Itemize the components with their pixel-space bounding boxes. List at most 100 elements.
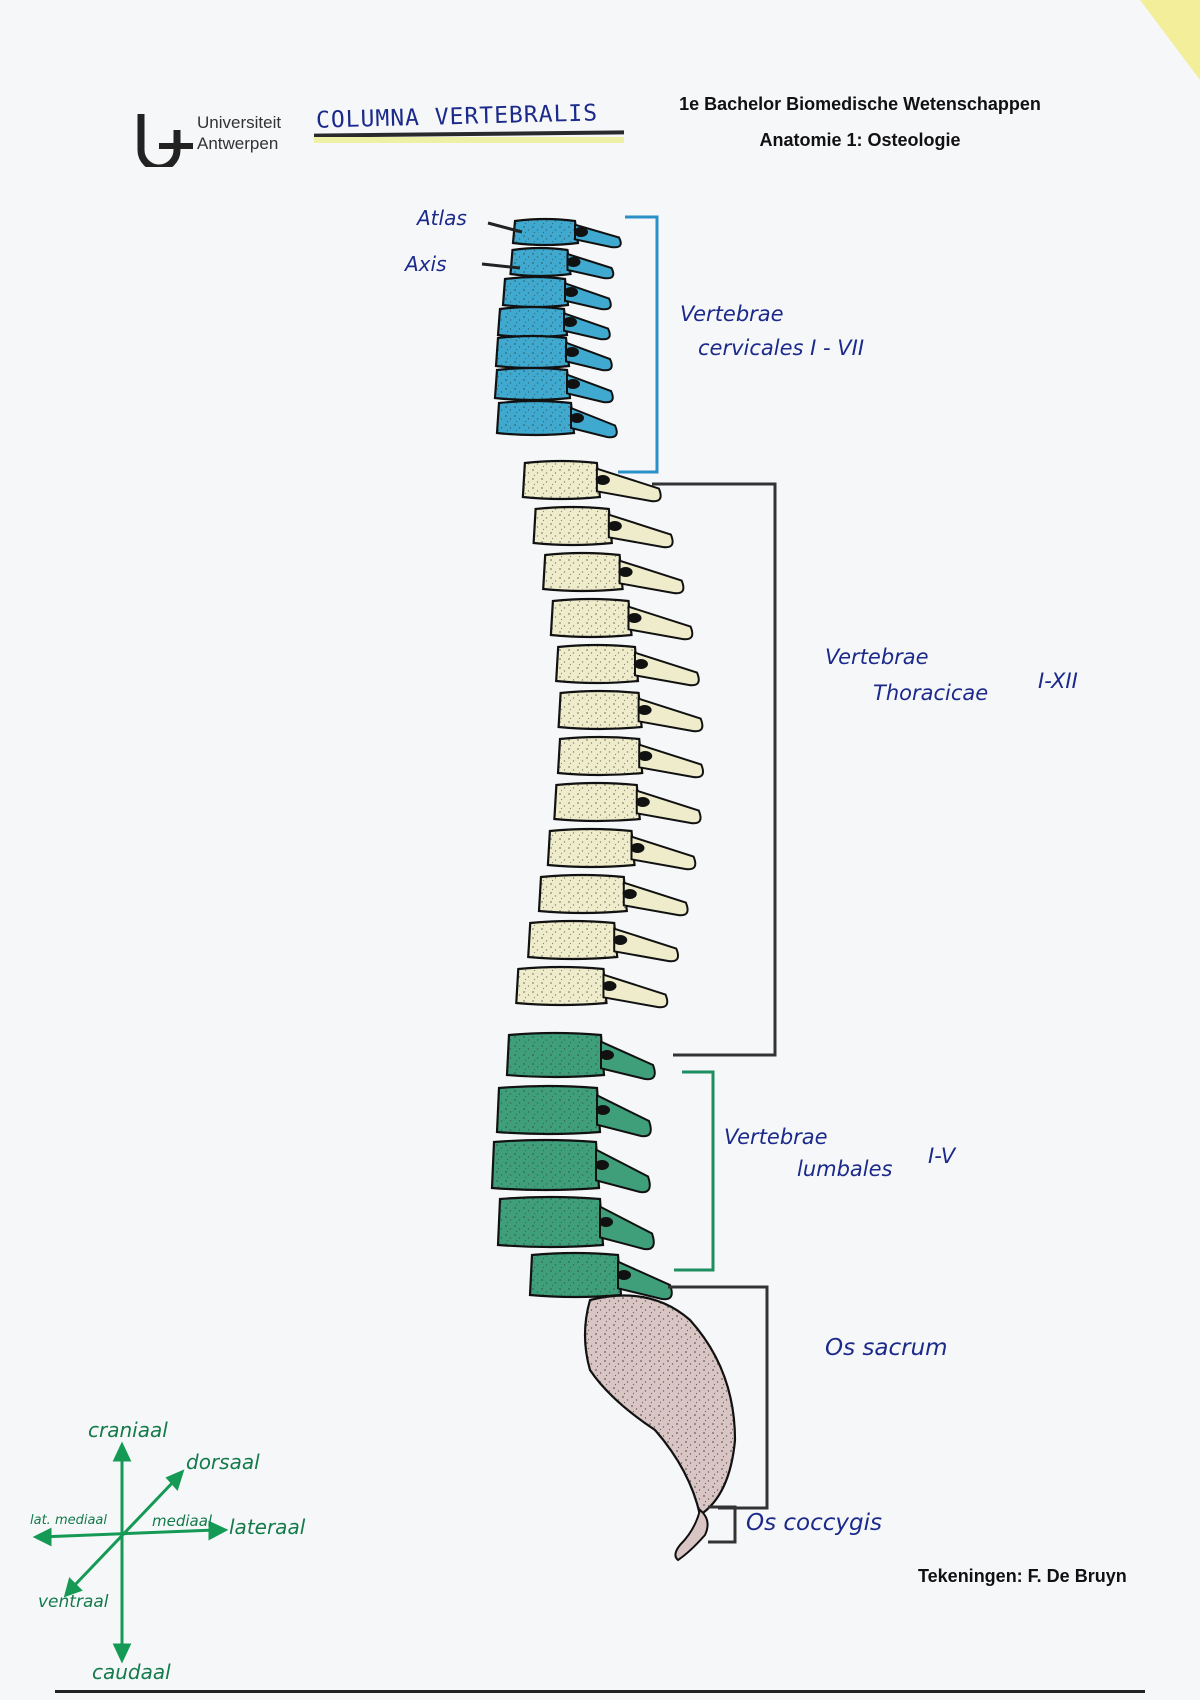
thoracic-vertebra-6-texture <box>558 691 642 729</box>
cervical-vertebra-1-texture <box>513 219 578 245</box>
vertebral-column <box>490 217 737 1562</box>
university-logo-icon <box>137 114 193 167</box>
orientation-compass <box>32 1441 229 1664</box>
cervical-vertebra-1-foramen <box>574 227 588 237</box>
thoracic-vertebra-10-texture <box>538 875 627 913</box>
thoracic-vertebra-1-foramen <box>595 475 610 485</box>
lumbar-bracket <box>674 1070 715 1272</box>
thoracic-vertebra-11-process <box>613 927 679 963</box>
cervical-vertebra-6-foramen <box>566 379 580 389</box>
thoracic-vertebra-4-process <box>627 605 694 641</box>
thoracic-label-line-2: Thoracicae <box>873 681 989 705</box>
thoracic-vertebra-3-texture <box>543 553 623 591</box>
thoracic-vertebra-5-foramen <box>633 659 648 669</box>
axis-label: Axis <box>405 252 447 276</box>
thoracic-vertebra-12-process <box>602 973 669 1009</box>
atlas-label: Atlas <box>417 206 467 230</box>
course-program: 1e Bachelor Biomedische Wetenschappen <box>679 94 1041 114</box>
thoracic-vertebra-12-texture <box>516 967 607 1005</box>
compass-ventral-label: ventraal <box>38 1592 109 1612</box>
compass-lateral-label: lateraal <box>229 1515 306 1539</box>
thoracic-vertebra-6-process <box>637 697 704 733</box>
cervical-vertebra-4-texture <box>498 307 567 337</box>
thoracic-vertebra-5-texture <box>556 645 638 683</box>
lumbar-vertebra-1-foramen <box>600 1050 614 1060</box>
university-line-1: Universiteit <box>197 113 282 132</box>
lumbar-vertebra-3-process <box>595 1148 651 1194</box>
compass-dorsal-label: dorsaal <box>186 1450 260 1474</box>
thoracic-label-line-1: Vertebrae <box>825 645 929 669</box>
lumbar-vertebra-1-process <box>600 1040 656 1081</box>
lumbar-vertebra-4-foramen <box>599 1217 613 1227</box>
thoracic-vertebra-11-foramen <box>613 935 628 945</box>
lumbar-vertebra-3-texture <box>492 1140 599 1190</box>
coccyx-label: Os coccygis <box>746 1510 882 1536</box>
sacrum-bracket <box>668 1285 769 1510</box>
lumbar-vertebra-5-foramen <box>617 1270 631 1280</box>
bottom-rule <box>55 1690 1145 1693</box>
thoracic-vertebra-8-process <box>635 789 702 825</box>
coccyx-bracket <box>708 1505 737 1544</box>
thoracic-vertebra-2-foramen <box>607 521 622 531</box>
thoracic-vertebra-2-process <box>607 513 674 549</box>
thoracic-vertebra-11-texture <box>528 921 618 959</box>
lumbar-label-line-2: lumbales <box>797 1157 893 1181</box>
thoracic-vertebra-6-foramen <box>637 705 652 715</box>
thoracic-vertebra-12-foramen <box>602 981 617 991</box>
university-line-2: Antwerpen <box>197 134 279 153</box>
thoracic-vertebra-10-foramen <box>622 889 637 899</box>
thoracic-vertebra-9-foramen <box>630 843 645 853</box>
lumbar-vertebra-4-process <box>599 1205 655 1251</box>
compass-cranial-label: craniaal <box>88 1418 168 1442</box>
cervical-vertebra-4-foramen <box>563 317 577 327</box>
thoracic-vertebra-9-process <box>630 835 697 871</box>
lumbar-label-line-1: Vertebrae <box>724 1125 828 1149</box>
cervical-vertebra-5-foramen <box>565 347 579 357</box>
cervical-vertebra-7-foramen <box>570 413 584 423</box>
thoracic-vertebra-4-texture <box>550 599 632 637</box>
thoracic-vertebra-7-foramen <box>638 751 653 761</box>
lumbar-vertebra-3-foramen <box>595 1160 609 1170</box>
cervical-vertebra-2-texture <box>510 248 571 276</box>
lumbar-vertebra-2-foramen <box>596 1105 610 1115</box>
atlas-pointer <box>487 221 523 234</box>
course-subject: Anatomie 1: Osteologie <box>759 130 961 150</box>
coccyx-shape <box>674 1508 709 1562</box>
thoracic-bracket <box>652 482 777 1057</box>
thoracic-vertebra-5-process <box>633 651 700 687</box>
cervical-vertebra-3-foramen <box>564 287 578 297</box>
cervical-vertebra-7-texture <box>497 401 574 435</box>
sacrum-label: Os sacrum <box>825 1335 948 1361</box>
thoracic-vertebra-8-texture <box>554 783 640 821</box>
sacrum-texture <box>585 1295 735 1515</box>
thoracic-vertebra-7-texture <box>558 737 643 775</box>
cervical-label-line-1: Vertebrae <box>680 302 784 326</box>
drawing-credit: Tekeningen: F. De Bruyn <box>918 1566 1127 1586</box>
lumbar-range-label: I-V <box>928 1144 956 1168</box>
lumbar-vertebra-4-texture <box>498 1197 603 1247</box>
thoracic-vertebra-3-foramen <box>618 567 633 577</box>
thoracic-range-label: I-XII <box>1038 669 1078 693</box>
thoracic-vertebra-2-texture <box>533 507 612 545</box>
lumbar-vertebra-2-texture <box>497 1086 600 1134</box>
thoracic-vertebra-3-process <box>618 559 685 595</box>
thoracic-vertebra-1-process <box>595 467 662 503</box>
axis-pointer <box>481 262 521 270</box>
thoracic-vertebra-1-texture <box>522 461 600 499</box>
compass-caudal-label: caudaal <box>92 1660 171 1684</box>
cervical-label-line-2: cervicales I - VII <box>698 336 865 360</box>
compass-left-medial-label: lat. mediaal <box>30 1513 108 1528</box>
lumbar-vertebra-1-texture <box>507 1033 604 1077</box>
thoracic-vertebra-8-foramen <box>635 797 650 807</box>
title-highlight <box>314 137 624 143</box>
course-info: 1e Bachelor Biomedische Wetenschappen An… <box>650 86 1070 158</box>
thoracic-vertebra-10-process <box>622 881 689 917</box>
cervical-vertebra-3-texture <box>503 277 568 307</box>
thoracic-vertebra-9-texture <box>547 829 635 867</box>
university-name: Universiteit Antwerpen <box>197 112 281 154</box>
page-corner-fold <box>1140 0 1200 80</box>
cervical-bracket <box>618 215 659 474</box>
thoracic-vertebra-4-foramen <box>627 613 642 623</box>
